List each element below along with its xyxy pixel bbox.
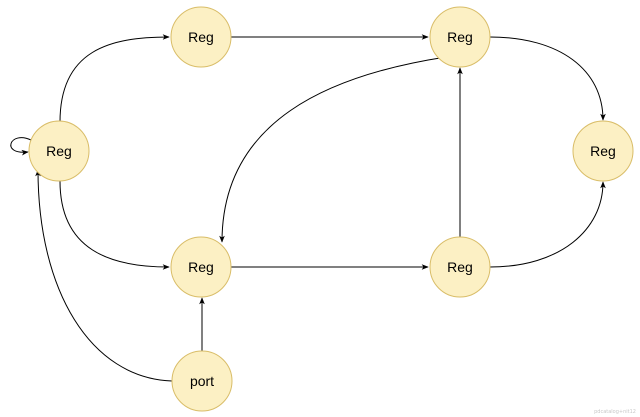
- node-label: Reg: [447, 259, 473, 275]
- node-bottom-right[interactable]: Reg: [429, 236, 491, 298]
- edge-left-to-bottom-mid: [59, 180, 170, 270]
- node-far-right[interactable]: Reg: [572, 120, 634, 182]
- edge-bottom-right-to-far-right: [489, 181, 606, 268]
- node-label: Reg: [188, 29, 214, 45]
- node-circle: [429, 6, 491, 68]
- edge-top-right-to-bottom-mid: [219, 56, 447, 243]
- node-label: Reg: [46, 143, 72, 159]
- node-top-mid[interactable]: Reg: [170, 6, 232, 68]
- watermark-text: pdcatalog+nit12: [594, 409, 636, 415]
- node-label: port: [190, 373, 214, 389]
- edge-left-self-loop: [10, 137, 32, 156]
- edge-top-right-to-far-right: [489, 36, 606, 121]
- edge-left-to-top-mid: [59, 34, 170, 123]
- node-circle: [170, 6, 232, 68]
- node-port[interactable]: port: [171, 350, 233, 412]
- node-label: Reg: [447, 29, 473, 45]
- node-left[interactable]: Reg: [28, 120, 90, 182]
- node-label: Reg: [188, 259, 214, 275]
- node-bottom-mid[interactable]: Reg: [170, 236, 232, 298]
- node-circle: [572, 120, 634, 182]
- node-top-right[interactable]: Reg: [429, 6, 491, 68]
- node-label: Reg: [590, 143, 616, 159]
- node-circle: [429, 236, 491, 298]
- node-circle: [28, 120, 90, 182]
- edges: [10, 34, 606, 382]
- edge-port-to-left: [35, 169, 173, 382]
- node-circle: [171, 350, 233, 412]
- node-circle: [170, 236, 232, 298]
